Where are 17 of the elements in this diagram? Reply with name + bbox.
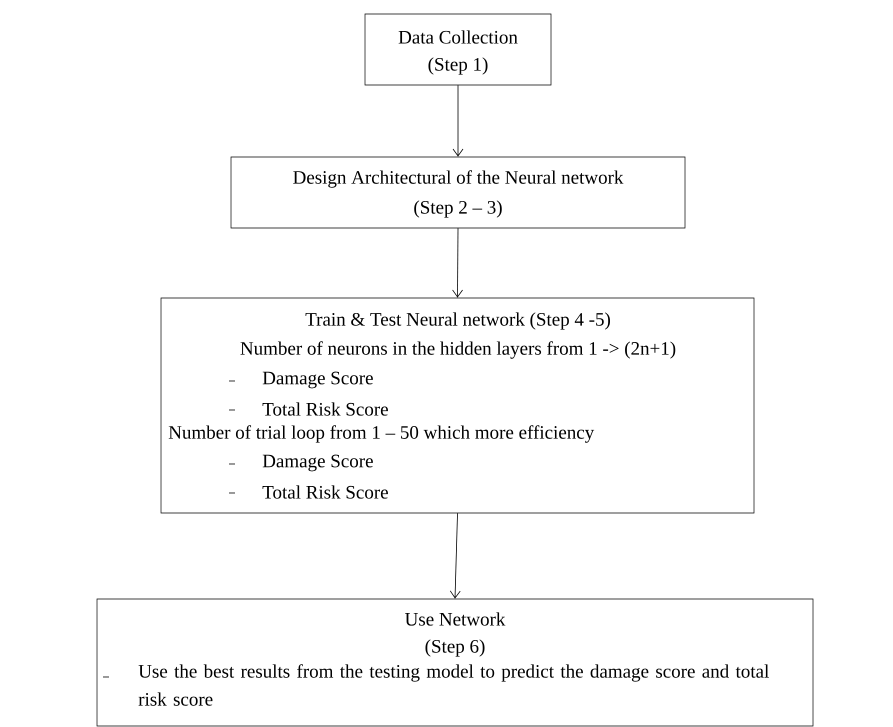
step-text: Damage Score	[262, 454, 373, 472]
arrow	[452, 228, 463, 298]
arrow	[450, 512, 461, 599]
step-text: (Step 6)	[426, 639, 485, 657]
step-text: Number of trial loop from 1 – 50 which more efficiency	[168, 425, 594, 443]
step-text: Total Risk Score	[262, 485, 388, 499]
step-text: Use Network	[405, 612, 506, 626]
step-text: Number of neurons in the hidden layers from 1 -> (2n+1)	[240, 341, 676, 359]
step-text: (Step 2 – 3)	[414, 200, 502, 218]
step-text: (Step 1)	[428, 57, 488, 75]
step-text: Total Risk Score	[262, 402, 388, 416]
step-text: Use the best results from the testing model to predict the damage score and total risk score	[138, 664, 769, 706]
step-text: Train & Test Neural network (Step 4 -5)	[306, 312, 610, 330]
step-text: Damage Score	[262, 372, 373, 388]
arrow	[452, 84, 464, 157]
step-text: Design Architectural of the Neural network	[293, 170, 624, 188]
step-text: Data Collection	[398, 30, 518, 44]
